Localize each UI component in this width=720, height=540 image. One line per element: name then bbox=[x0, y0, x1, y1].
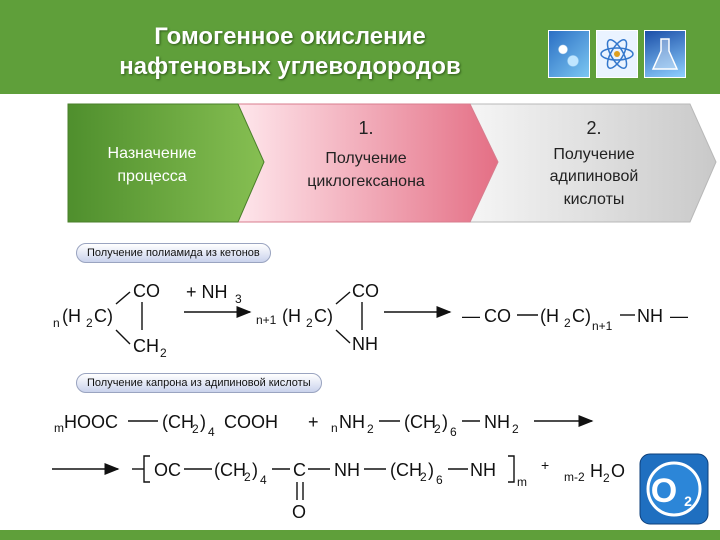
adipic-ch2: (CH bbox=[162, 412, 194, 432]
cyclo-co: CO bbox=[133, 281, 160, 301]
atom-image bbox=[596, 30, 638, 78]
purpose-text-1: Назначение bbox=[108, 145, 197, 162]
diamine-nh2-end-sub: 2 bbox=[512, 422, 519, 436]
bond-co bbox=[115, 291, 131, 305]
lactam-h2c-sub: 2 bbox=[306, 316, 313, 330]
step1-number: 1. bbox=[358, 118, 373, 138]
o2-badge-letter: O bbox=[651, 472, 677, 510]
step1-text-1: Получение bbox=[325, 150, 406, 167]
cyclo-ch2-sub: 2 bbox=[160, 346, 167, 360]
reagent-nh3: + NH bbox=[186, 282, 228, 302]
reaction-nylon-product: OC (CH 2 ) 4 C O NH (CH 2 ) 6 NH m + m-2… bbox=[52, 455, 625, 522]
lactam-nh: NH bbox=[352, 334, 378, 354]
diamine-nh2-sub: 2 bbox=[367, 422, 374, 436]
reaction-nylon-reagents: m HOOC (CH 2 ) 4 COOH + n NH 2 (CH 2 ) 6… bbox=[54, 412, 594, 439]
cooh: COOH bbox=[224, 412, 278, 432]
diamine-nh2-end: NH bbox=[484, 412, 510, 432]
bond-lactam-co bbox=[335, 291, 351, 305]
poly-nh: NH bbox=[637, 306, 663, 326]
step2-number: 2. bbox=[586, 118, 601, 138]
nylon-ch2-sub: 2 bbox=[244, 470, 251, 484]
nylon-ch2b-close: ) bbox=[428, 460, 434, 480]
slide-title: Гомогенное окисление нафтеновых углеводо… bbox=[60, 22, 520, 82]
nylon-ch2b: (CH bbox=[390, 460, 422, 480]
nylon-carbonyl-o: O bbox=[292, 502, 306, 522]
step2-text-1: Получение bbox=[553, 146, 634, 163]
nylon-nh: NH bbox=[334, 460, 360, 480]
bond-lactam-nh bbox=[335, 329, 351, 344]
coef-m: m bbox=[54, 421, 64, 435]
bracket-left bbox=[143, 455, 150, 483]
reagent-nh3-sub: 3 bbox=[235, 292, 242, 306]
bracket-right bbox=[508, 455, 515, 483]
poly-dash-right: — bbox=[670, 306, 688, 326]
cyclo-h2c-sub: 2 bbox=[86, 316, 93, 330]
nylon-sub6: 6 bbox=[436, 473, 443, 487]
title-line-1: Гомогенное окисление bbox=[154, 23, 426, 50]
adipic-ch2-close: ) bbox=[200, 412, 206, 432]
o2-badge-sub: 2 bbox=[684, 493, 692, 509]
lactam-h2c-left: (H bbox=[282, 306, 301, 326]
nylon-nh-end: NH bbox=[470, 460, 496, 480]
nylon-sub-m: m bbox=[517, 475, 527, 489]
nylon-ch2: (CH bbox=[214, 460, 246, 480]
nylon-sub4: 4 bbox=[260, 473, 267, 487]
water-h: H bbox=[590, 461, 603, 481]
adipic-ch2-sub: 2 bbox=[192, 422, 199, 436]
diamine-sub6: 6 bbox=[450, 425, 457, 439]
cyclo-h2c-right: C) bbox=[94, 306, 113, 326]
diamine-nh2: NH bbox=[339, 412, 365, 432]
poly-h2c-left: (H bbox=[540, 306, 559, 326]
section-label-polyamide: Получение полиамида из кетонов bbox=[76, 243, 271, 263]
nylon-c: C bbox=[293, 460, 306, 480]
coef-n-2: n bbox=[331, 421, 338, 435]
poly-co: CO bbox=[484, 306, 511, 326]
poly-h2c-sub: 2 bbox=[564, 316, 571, 330]
step2-text-2: адипиновой bbox=[550, 168, 639, 185]
coef-n: n bbox=[53, 316, 60, 330]
poly-sub-n-plus-1: n+1 bbox=[592, 319, 613, 333]
purpose-chevron bbox=[67, 103, 265, 223]
section-label-capron: Получение капрона из адипиновой кислоты bbox=[76, 373, 322, 393]
reaction-ketone-polyamide: n (H 2 C) CO CH 2 + NH 3 n+1 (H 2 C) CO … bbox=[53, 281, 688, 360]
cyclo-ch2: CH bbox=[133, 336, 159, 356]
coef-n-plus-1: n+1 bbox=[256, 313, 277, 327]
header-bar: Гомогенное окисление нафтеновых углеводо… bbox=[0, 0, 720, 94]
o2-badge-ring bbox=[646, 461, 702, 517]
lactam-h2c-right: C) bbox=[314, 306, 333, 326]
lab-glassware-image bbox=[644, 30, 686, 78]
step1-text-2: циклогексанона bbox=[307, 173, 425, 190]
footer-bar bbox=[0, 530, 720, 540]
nylon-oc: OC bbox=[154, 460, 181, 480]
poly-dash-left: — bbox=[462, 306, 480, 326]
atom-icon bbox=[600, 39, 634, 69]
diamine-ch2-close: ) bbox=[442, 412, 448, 432]
water-o: O bbox=[611, 461, 625, 481]
purpose-text-2: процесса bbox=[117, 168, 186, 185]
bond-ch2 bbox=[115, 329, 131, 345]
hooc: HOOC bbox=[64, 412, 118, 432]
cyclo-h2c-left: (H bbox=[62, 306, 81, 326]
o2-badge: O 2 bbox=[639, 453, 709, 525]
water-coef: m-2 bbox=[564, 470, 585, 484]
adipic-sub4: 4 bbox=[208, 425, 215, 439]
plus-1: + bbox=[308, 412, 319, 432]
plus-2: + bbox=[541, 457, 549, 473]
nylon-ch2-close: ) bbox=[252, 460, 258, 480]
title-line-2: нафтеновых углеводородов bbox=[119, 53, 461, 80]
step2-text-3: кислоты bbox=[564, 191, 625, 208]
poly-h2c-right: C) bbox=[572, 306, 591, 326]
flask-icon bbox=[651, 38, 679, 70]
diamine-ch2: (CH bbox=[404, 412, 436, 432]
diamine-ch2-sub: 2 bbox=[434, 422, 441, 436]
water-h-sub: 2 bbox=[603, 471, 610, 485]
lactam-co: CO bbox=[352, 281, 379, 301]
flask-molecules-image bbox=[548, 30, 590, 78]
nylon-ch2b-sub: 2 bbox=[420, 470, 427, 484]
